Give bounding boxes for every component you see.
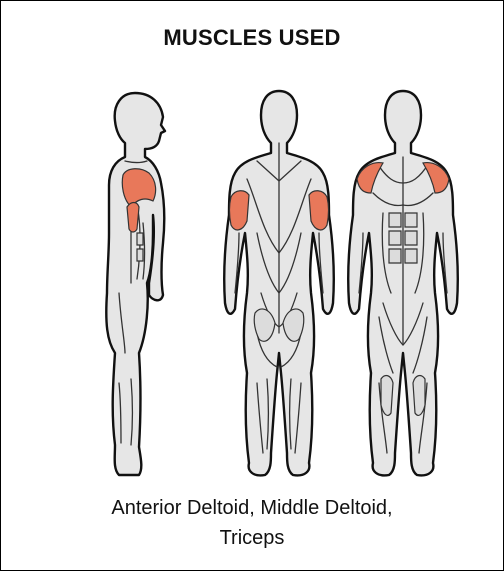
- front-view-figure: [348, 91, 458, 475]
- title: MUSCLES USED: [1, 25, 503, 51]
- back-view-figure: [224, 91, 334, 475]
- caption-line-2: Triceps: [21, 523, 483, 553]
- muscle-figures: [91, 83, 469, 483]
- side-view-figure: [106, 93, 165, 475]
- back-triceps-right-highlight: [309, 191, 329, 230]
- muscles-caption: Anterior Deltoid, Middle Deltoid, Tricep…: [21, 493, 483, 553]
- caption-line-1: Anterior Deltoid, Middle Deltoid,: [21, 493, 483, 523]
- side-triceps-highlight: [127, 203, 139, 233]
- back-triceps-left-highlight: [230, 191, 250, 230]
